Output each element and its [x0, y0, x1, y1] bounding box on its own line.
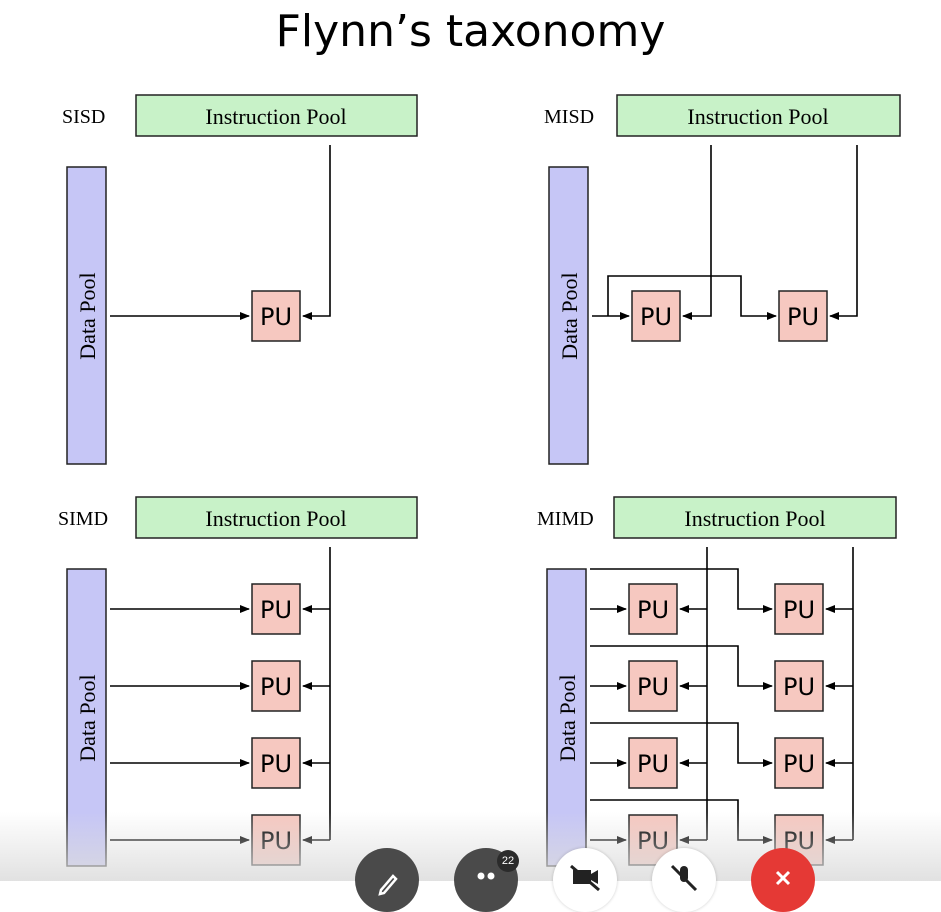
camera-toggle-button[interactable] — [553, 848, 617, 912]
mimd-pu-4-label: PU — [783, 673, 815, 701]
mimd-pu-6-label: PU — [783, 750, 815, 778]
simd-pu-1-label: PU — [260, 596, 292, 624]
simd-data-pool-label: Data Pool — [75, 674, 100, 761]
simd-pu-2-label: PU — [260, 673, 292, 701]
mimd-pu-1-label: PU — [637, 596, 669, 624]
mimd-pu-3-label: PU — [637, 673, 669, 701]
misd-quadrant: MISD Instruction Pool Data Pool PU PU — [544, 94, 901, 465]
mimd-data-arrow-2 — [590, 568, 773, 613]
simd-instruction-pool — [135, 496, 418, 539]
misd-label: MISD — [544, 106, 594, 128]
simd-quadrant: SIMD Instruction Pool Data Pool PU PU PU… — [58, 496, 418, 867]
mimd-pu-6 — [774, 737, 824, 789]
mimd-data-pool-label: Data Pool — [555, 674, 580, 761]
simd-pu-3-label: PU — [260, 750, 292, 778]
mimd-pu-1 — [628, 583, 678, 635]
annotate-button[interactable] — [355, 848, 419, 912]
misd-pu-1 — [631, 290, 681, 342]
simd-label: SIMD — [58, 508, 108, 530]
simd-pu-2 — [251, 660, 301, 712]
misd-pu-1-label: PU — [640, 303, 672, 331]
mimd-pu-5-label: PU — [637, 750, 669, 778]
mimd-instruction-pool-label: Instruction Pool — [684, 506, 825, 531]
flynn-diagram: SISD Instruction Pool Data Pool PU MISD … — [58, 94, 901, 867]
mimd-data-arrow-4 — [590, 645, 773, 690]
mimd-pu-2-label: PU — [783, 596, 815, 624]
close-icon — [775, 870, 791, 886]
misd-instruction-pool-label: Instruction Pool — [687, 104, 828, 129]
sisd-pu — [251, 290, 301, 342]
sisd-quadrant: SISD Instruction Pool Data Pool PU — [62, 94, 418, 465]
misd-data-pool — [548, 166, 589, 465]
slide-title: Flynn’s taxonomy — [275, 6, 666, 57]
misd-pu-2 — [778, 290, 828, 342]
mimd-pu-3 — [628, 660, 678, 712]
camera-off-icon — [570, 864, 600, 892]
mimd-instruction-pool — [613, 496, 897, 539]
mic-toggle-button[interactable] — [652, 848, 716, 912]
misd-data-arrow-2 — [607, 275, 777, 320]
leave-call-button[interactable] — [751, 848, 815, 912]
simd-pu-1 — [251, 583, 301, 635]
misd-instruction-pool — [616, 94, 901, 137]
mimd-data-arrow-6 — [590, 722, 773, 767]
sisd-data-pool — [66, 166, 107, 465]
sisd-pu-label: PU — [260, 303, 292, 331]
simd-instruction-pool-label: Instruction Pool — [205, 506, 346, 531]
mimd-pu-5 — [628, 737, 678, 789]
participants-icon — [477, 872, 495, 880]
participant-count-badge: 22 — [497, 850, 519, 872]
sisd-instruction-arrow — [302, 145, 331, 320]
sisd-instruction-pool — [135, 94, 418, 137]
mimd-quadrant: MIMD Instruction Pool Data Pool PU PU PU… — [537, 496, 897, 867]
sisd-instruction-pool-label: Instruction Pool — [205, 104, 346, 129]
misd-pu-2-label: PU — [787, 303, 819, 331]
mic-off-icon — [670, 864, 698, 892]
mimd-pu-4 — [774, 660, 824, 712]
pencil-icon — [378, 874, 398, 896]
mimd-label: MIMD — [537, 508, 594, 530]
misd-instruction-arrow-2 — [829, 145, 858, 320]
sisd-label: SISD — [62, 106, 105, 128]
simd-pu-3 — [251, 737, 301, 789]
misd-data-pool-label: Data Pool — [557, 272, 582, 359]
sisd-data-pool-label: Data Pool — [75, 272, 100, 359]
mimd-pu-2 — [774, 583, 824, 635]
misd-instruction-arrow-1 — [682, 145, 712, 320]
